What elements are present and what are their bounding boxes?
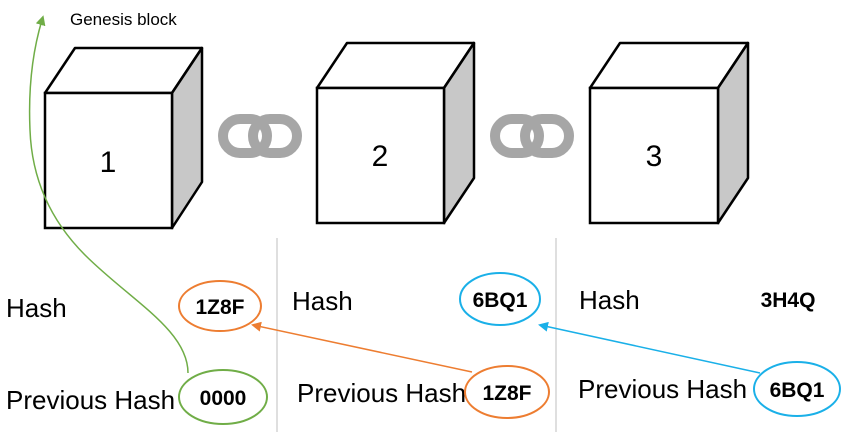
genesis-arrow [28, 15, 189, 374]
hash-label-1: Hash [6, 293, 67, 323]
hash-link-arrow-2-3 [538, 321, 761, 374]
block-number-1: 1 [100, 146, 117, 179]
genesis-block-label: Genesis block [70, 10, 177, 29]
previous-hash-oval-3 [753, 361, 841, 417]
hash-oval-2 [459, 272, 541, 326]
previous-hash-value-2: 1Z8F [482, 382, 531, 405]
previous-hash-label-1: Previous Hash [6, 385, 175, 415]
block-number-3: 3 [646, 140, 663, 173]
chain-link-icon [490, 114, 574, 158]
block-number-2: 2 [372, 140, 389, 173]
block-cube-2: 2 [315, 41, 476, 225]
previous-hash-oval-1 [178, 369, 268, 425]
hash-oval-1 [178, 280, 262, 332]
previous-hash-oval-2 [464, 365, 550, 419]
hash-label-3: Hash [579, 285, 640, 315]
previous-hash-value-1: 0000 [200, 387, 247, 410]
previous-hash-label-3: Previous Hash [578, 374, 747, 404]
chain-link-icon [218, 114, 302, 158]
hash-value-3: 3H4Q [761, 289, 816, 312]
hash-link-arrow-1-2 [251, 321, 473, 373]
block-cube-1: 1 [43, 46, 204, 230]
hash-value-2: 6BQ1 [473, 289, 528, 312]
hash-value-1: 1Z8F [195, 296, 244, 319]
previous-hash-label-2: Previous Hash [297, 378, 466, 408]
previous-hash-value-3: 6BQ1 [770, 379, 825, 402]
block-cube-3: 3 [588, 41, 750, 225]
hash-label-2: Hash [292, 286, 353, 316]
